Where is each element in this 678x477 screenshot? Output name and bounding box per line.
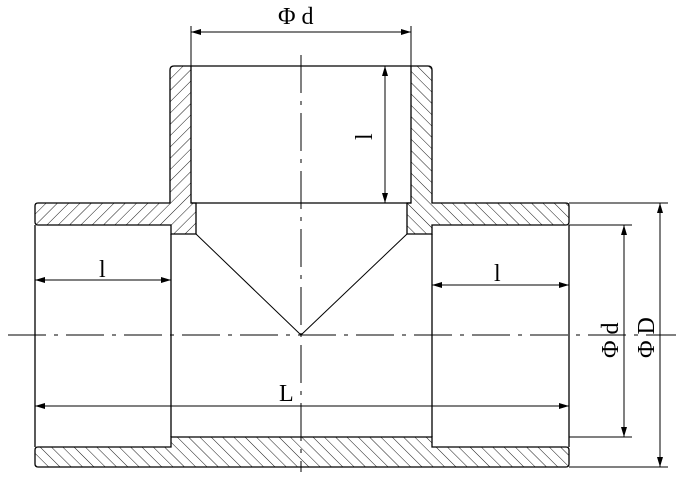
- label-top-socket-depth: l: [352, 133, 378, 140]
- wall-top-left: [34, 65, 197, 235]
- label-right-socket-depth: l: [494, 261, 501, 287]
- label-top-diameter: Φ d: [278, 4, 314, 30]
- label-run-inner-diameter: Φ d: [598, 322, 624, 358]
- label-run-outer-diameter: Φ D: [634, 317, 660, 358]
- label-overall-length: L: [279, 381, 294, 407]
- label-left-socket-depth: l: [99, 257, 106, 283]
- wall-top-right: [406, 65, 570, 235]
- wall-bottom: [34, 436, 570, 468]
